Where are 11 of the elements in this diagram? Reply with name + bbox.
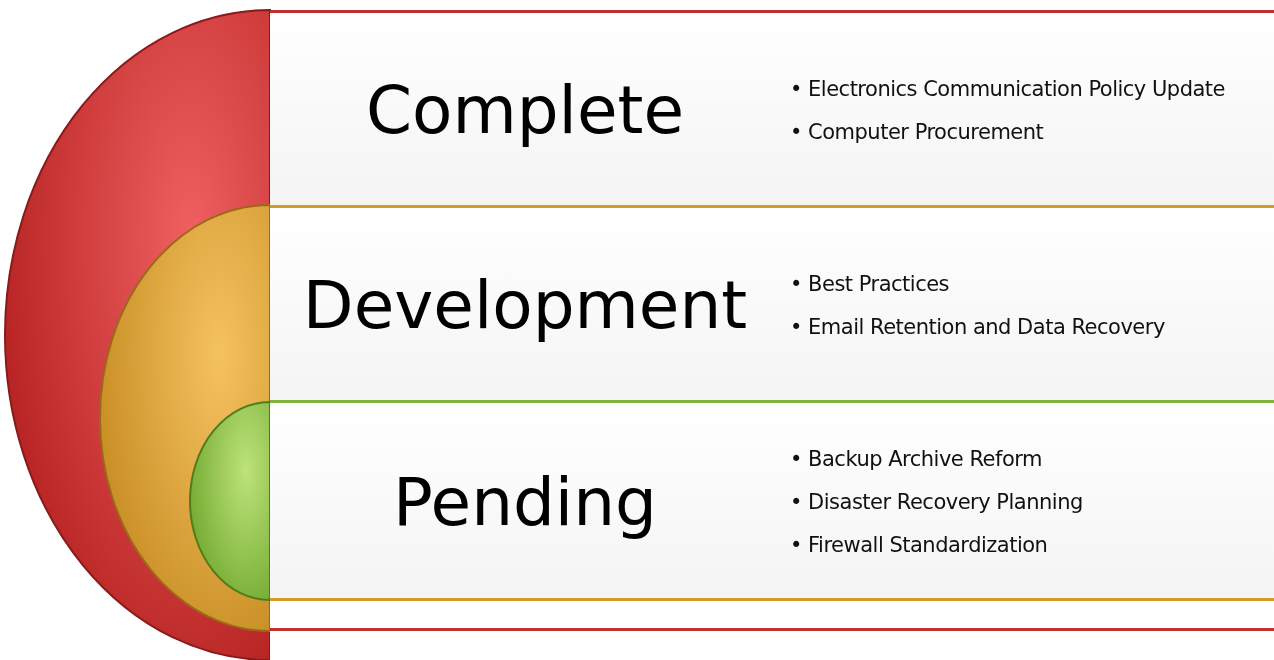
task-item: • Firewall Standardization [790,531,1049,559]
stage-band [270,10,1274,208]
task-item: • Computer Procurement [790,118,1045,146]
task-item: • Disaster Recovery Planning [790,488,1083,516]
stage-heading: Complete [364,72,686,149]
stage-heading: Development [301,267,749,344]
task-item: • Electronics Communication Policy Update [790,75,1226,103]
task-item: • Backup Archive Reform [790,445,1043,473]
task-item: • Email Retention and Data Recovery [790,313,1165,341]
stage-heading: Pending [392,463,658,541]
task-item: • Best Practices [790,270,951,298]
